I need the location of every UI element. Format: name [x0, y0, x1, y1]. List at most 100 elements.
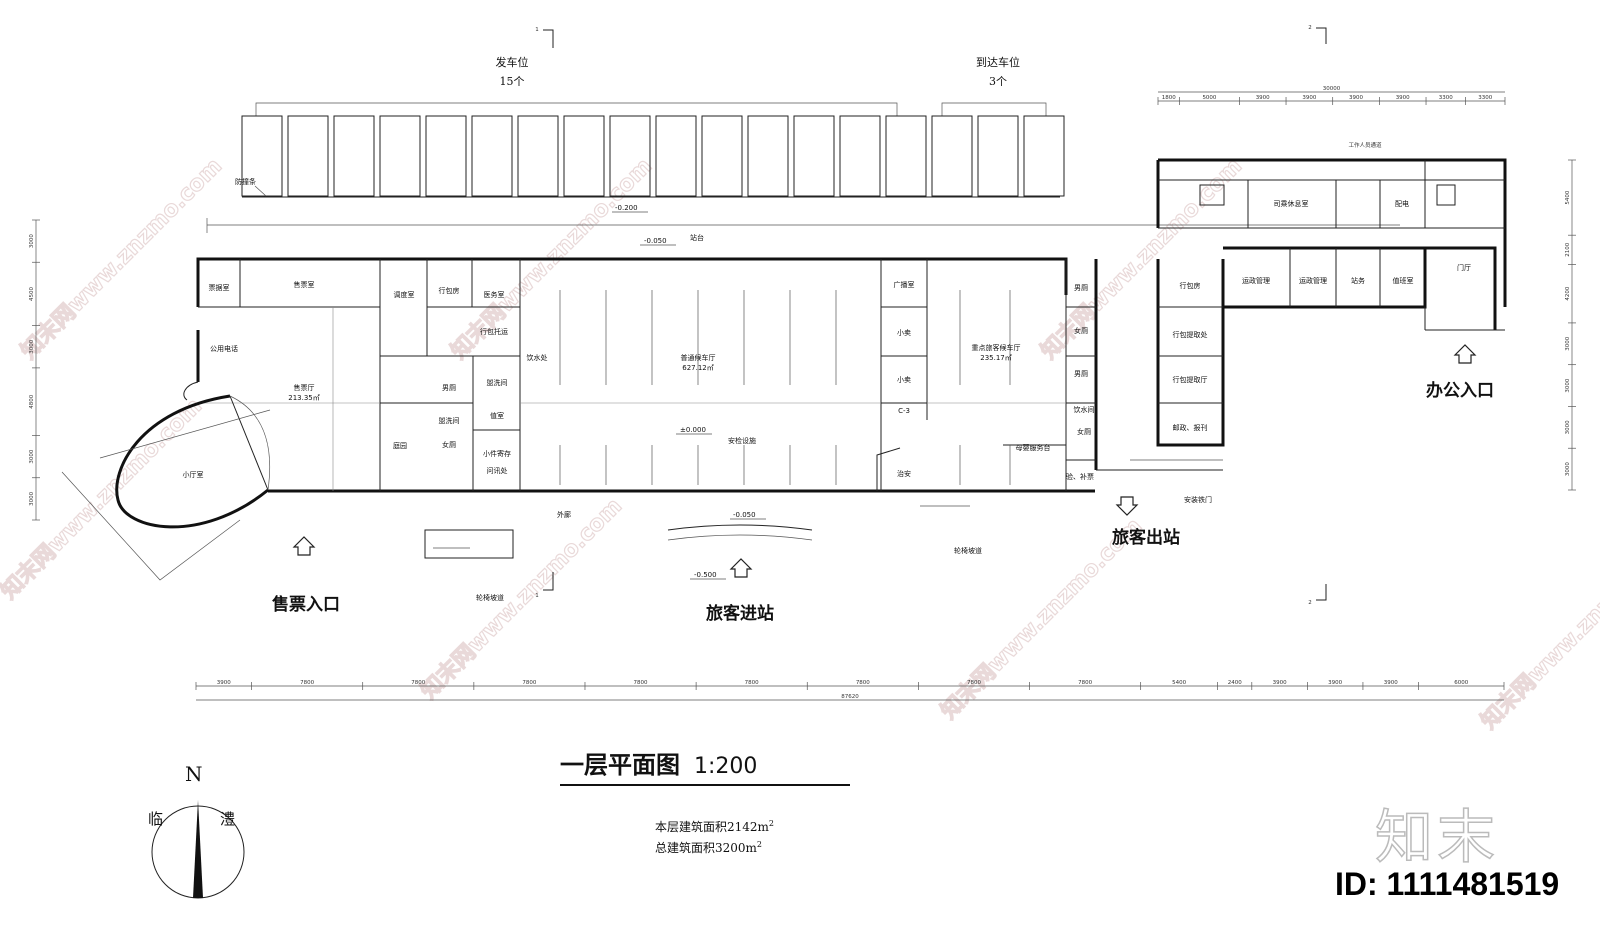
dim-value: 3900 [217, 680, 231, 686]
room-post: 邮政、报刊 [1173, 423, 1208, 432]
bus-bay [839, 115, 881, 197]
room-transport-1: 运政管理 [1242, 276, 1270, 285]
dim-value: 3900 [1349, 95, 1363, 101]
ticket-entrance-label: 售票入口 [272, 594, 340, 615]
room-womens-wc: 女厕 [442, 440, 456, 449]
area-total: 总建筑面积3200m [655, 841, 757, 855]
dim-value: 3000 [29, 449, 35, 463]
dim-value: 3900 [1396, 95, 1410, 101]
ticket-entrance-arrow [292, 536, 316, 556]
level-zero: ±0.000 [680, 426, 706, 434]
room-police: 治安 [897, 469, 911, 478]
drawing-title-text: 一层平面图 [560, 751, 680, 779]
bus-bay [931, 115, 973, 197]
bus-bay [885, 115, 927, 197]
bus-bay [379, 115, 421, 197]
room-luggage-claim: 行包提取厅 [1173, 375, 1208, 384]
dim-value: 5400 [1565, 190, 1571, 204]
room-security: 安检设施 [728, 436, 756, 445]
image-id: ID: 1111481519 [1335, 866, 1560, 902]
corridor-label: 外廊 [557, 510, 571, 519]
ticket-annex [61, 381, 271, 581]
dim-value: 5000 [1202, 95, 1216, 101]
area-total-unit: 2 [756, 840, 763, 849]
office-entrance-arrow [1453, 344, 1477, 364]
bus-bay [471, 115, 513, 197]
bus-bay [333, 115, 375, 197]
bus-bay [425, 115, 467, 197]
room-washroom-1: 盥洗间 [487, 378, 508, 387]
dim-value: 3000 [29, 234, 35, 248]
dim-value: 7800 [745, 680, 759, 686]
dim-value: 4200 [1565, 286, 1571, 300]
watermarks: 知末网www.znzmo.com 知末网www.znzmo.com 知末网www… [0, 152, 1600, 734]
bus-bay [793, 115, 835, 197]
wheelchair-ramp-2: 轮椅坡道 [954, 546, 982, 555]
dim-value: 3300 [1478, 95, 1492, 101]
dim-value: 2100 [1565, 242, 1571, 256]
bus-bay [287, 115, 329, 197]
room-water: 饮水间 [1074, 405, 1095, 414]
room-luggage-pick: 行包提取处 [1173, 330, 1208, 339]
room-inquiry: 问讯处 [487, 466, 508, 475]
room-c3: C-3 [898, 407, 910, 415]
dim-value: 3000 [1565, 378, 1571, 392]
arrival-label: 到达车位 [976, 55, 1020, 69]
room-luggage: 行包房 [439, 286, 460, 295]
room-ticket-office: 票据室 [209, 283, 230, 292]
dim-value: 3000 [29, 491, 35, 505]
room-garden: 庭园 [393, 441, 407, 450]
bus-bay [701, 115, 743, 197]
room-station-affairs: 站务 [1351, 276, 1365, 285]
north-right-char: 澧 [220, 810, 236, 828]
dim-value: 7800 [967, 680, 981, 686]
dim-value: 3300 [1439, 95, 1453, 101]
watermark-1: 知末网www.znzmo.com [16, 153, 227, 364]
bus-bay [241, 115, 283, 197]
dim-value: 7800 [1078, 680, 1092, 686]
level-minus-0050-bottom: -0.050 [733, 511, 756, 519]
bus-bay [609, 115, 651, 197]
dim-value: 7800 [411, 680, 425, 686]
exit-arrow [1115, 496, 1139, 516]
seating-rows [559, 290, 1011, 485]
section-2-bottom: 2 [1308, 600, 1312, 606]
room-duty: 值室 [490, 411, 504, 420]
room-waiting-key: 重点旅客候车厅 [972, 343, 1021, 352]
room-kiosk-2: 小卖 [897, 375, 911, 384]
platform-label: 站台 [690, 233, 704, 242]
level-minus-0050-top: -0.050 [644, 237, 667, 245]
watermark-5: 知末网www.znzmo.com [416, 493, 627, 704]
bus-bay [517, 115, 559, 197]
room-kiosk-1: 小卖 [897, 328, 911, 337]
enter-arrow [729, 558, 753, 578]
north-arrow [151, 800, 245, 899]
arrival-count: 3个 [989, 75, 1007, 88]
room-waiting-general: 普通候车厅 [681, 353, 716, 362]
room-mens-wc: 男厕 [442, 384, 456, 392]
level-minus-0200: -0.200 [615, 204, 638, 212]
dim-value: 2400 [1228, 680, 1242, 686]
area-floor: 本层建筑面积2142m [655, 820, 769, 834]
bus-bay [747, 115, 789, 197]
room-sales: 售票室 [294, 280, 315, 289]
dim-value: 3000 [29, 339, 35, 353]
room-duty-room: 值班室 [1393, 276, 1414, 285]
bus-bay [655, 115, 697, 197]
main-building [196, 257, 1098, 493]
dim-value: 7800 [522, 680, 536, 686]
entrance-markers: 售票入口 旅客进站 旅客出站 办公入口 [272, 344, 1494, 624]
room-power: 配电 [1395, 199, 1409, 208]
brand-logo: 知末 [1374, 802, 1500, 872]
room-small-storage: 小件寄存 [483, 449, 511, 458]
departure-label: 发车位 [496, 55, 529, 69]
room-womens-wc-3: 女厕 [1077, 427, 1091, 436]
area-total-line: 总建筑面积3200m2 [655, 836, 774, 857]
north-letter: N [185, 762, 203, 786]
fence-label: 防撞条 [235, 177, 256, 186]
